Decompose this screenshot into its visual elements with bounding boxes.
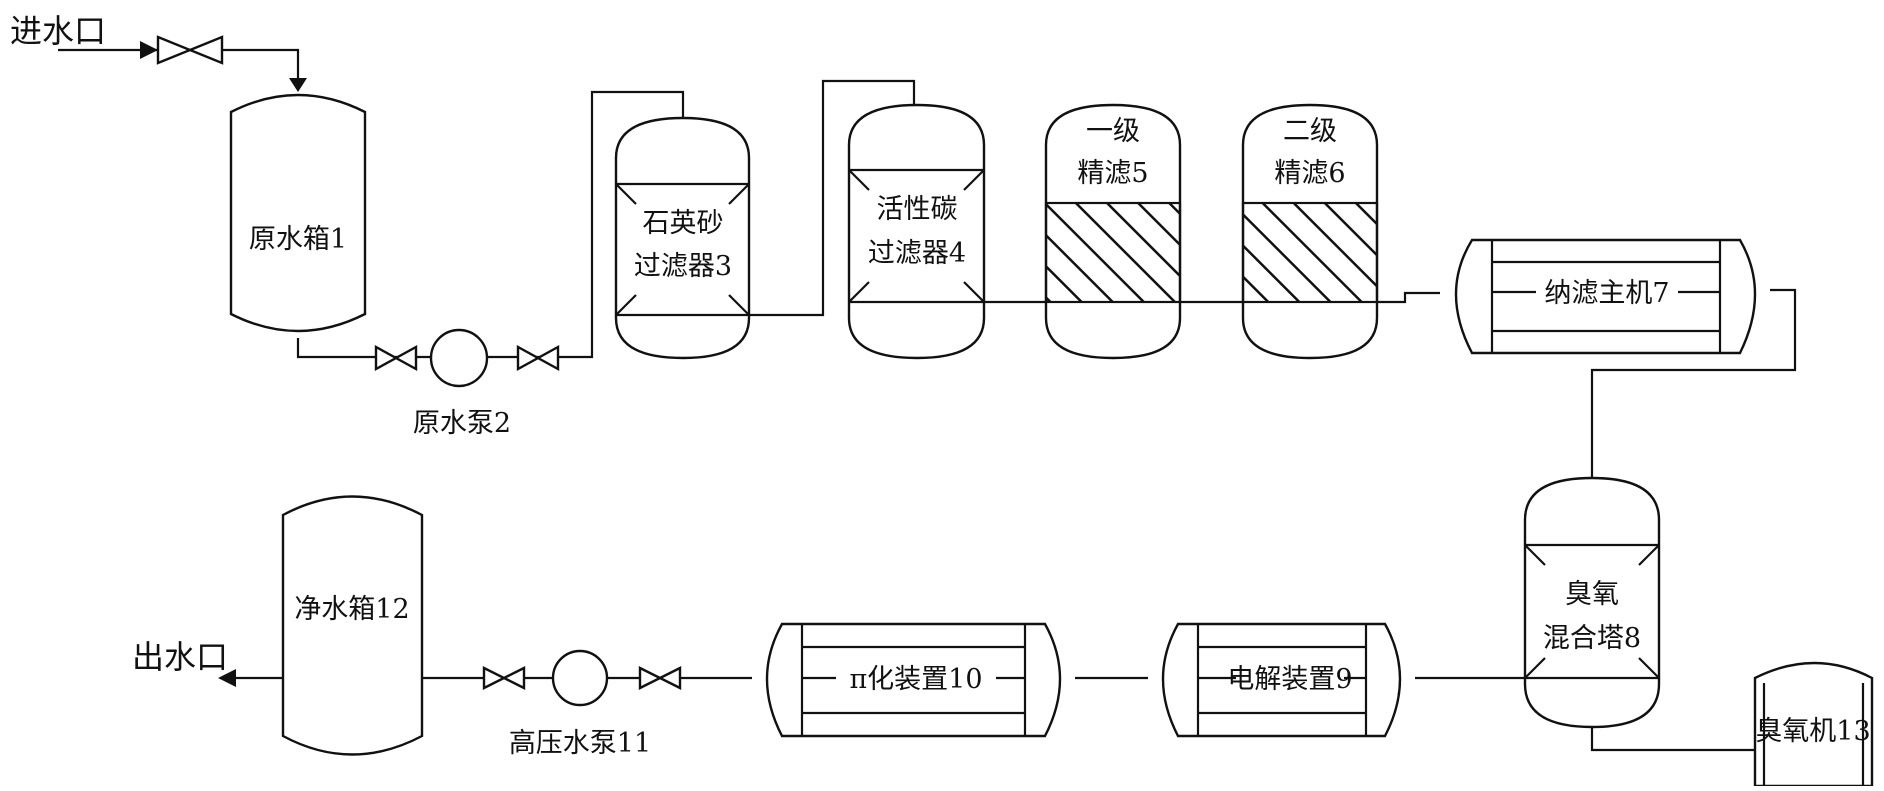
valve-hp-in[interactable] bbox=[482, 666, 526, 690]
fine-filter-1[interactable] bbox=[1044, 103, 1182, 360]
ozone-tower-label-2: 混合塔8 bbox=[1543, 623, 1641, 654]
ozone-gen-label: 臭氧机13 bbox=[1755, 716, 1870, 747]
tank-inlet-arrowhead bbox=[289, 78, 307, 92]
pipe-tank-to-sand bbox=[296, 90, 685, 359]
ozone-tower-label-1: 臭氧 bbox=[1565, 579, 1619, 610]
inlet-arrowhead bbox=[140, 41, 158, 59]
electro-label-bg bbox=[1237, 664, 1343, 692]
raw-tank-label: 原水箱1 bbox=[249, 224, 347, 255]
valve-inlet[interactable] bbox=[156, 35, 224, 65]
valve-pump-out[interactable] bbox=[516, 344, 560, 372]
hp-pump-label: 高压水泵11 bbox=[509, 728, 651, 759]
sand-filter-label-2: 过滤器3 bbox=[634, 251, 732, 282]
pipe-ozonegen-to-tower bbox=[1590, 727, 1755, 752]
pipe-carbon-to-nano bbox=[984, 291, 1440, 304]
fine2-label-2: 精滤6 bbox=[1274, 158, 1345, 189]
carbon-filter[interactable] bbox=[847, 103, 986, 360]
pipe-sand-to-carbon bbox=[749, 79, 916, 317]
valve-pump-in[interactable] bbox=[374, 344, 418, 372]
outlet-label: 出水口 bbox=[132, 638, 228, 676]
clean-tank[interactable] bbox=[281, 495, 424, 756]
ozone-tower[interactable] bbox=[1523, 476, 1661, 729]
nano-label: 纳滤主机7 bbox=[1544, 278, 1669, 309]
ozone-generator[interactable] bbox=[1753, 661, 1874, 788]
raw-tank[interactable] bbox=[229, 93, 367, 333]
fine1-label-1: 一级 bbox=[1086, 116, 1140, 147]
carbon-filter-label-2: 过滤器4 bbox=[868, 238, 966, 269]
pipe-nano-to-ozone bbox=[1590, 288, 1797, 477]
fine1-label-2: 精滤5 bbox=[1077, 158, 1148, 189]
carbon-filter-label-1: 活性碳 bbox=[877, 194, 958, 225]
electro-label: 电解装置9 bbox=[1227, 664, 1352, 695]
raw-pump[interactable] bbox=[429, 328, 489, 388]
inlet-pipe bbox=[58, 48, 300, 86]
hp-pump[interactable] bbox=[551, 649, 609, 707]
nano-label-bg bbox=[1537, 278, 1677, 306]
outlet-arrowhead bbox=[218, 669, 236, 687]
fine-filter-2[interactable] bbox=[1241, 103, 1379, 360]
pipelines bbox=[58, 41, 1797, 752]
raw-pump-label: 原水泵2 bbox=[413, 408, 511, 439]
pi-label-bg bbox=[837, 664, 995, 692]
fine2-label-1: 二级 bbox=[1283, 116, 1337, 147]
pi-label: π化装置10 bbox=[849, 664, 982, 695]
sand-filter[interactable] bbox=[614, 116, 751, 360]
valve-hp-out[interactable] bbox=[638, 666, 682, 690]
clean-tank-label: 净水箱12 bbox=[294, 594, 409, 625]
sand-filter-label-1: 石英砂 bbox=[643, 208, 724, 239]
inlet-label: 进水口 bbox=[10, 12, 106, 50]
